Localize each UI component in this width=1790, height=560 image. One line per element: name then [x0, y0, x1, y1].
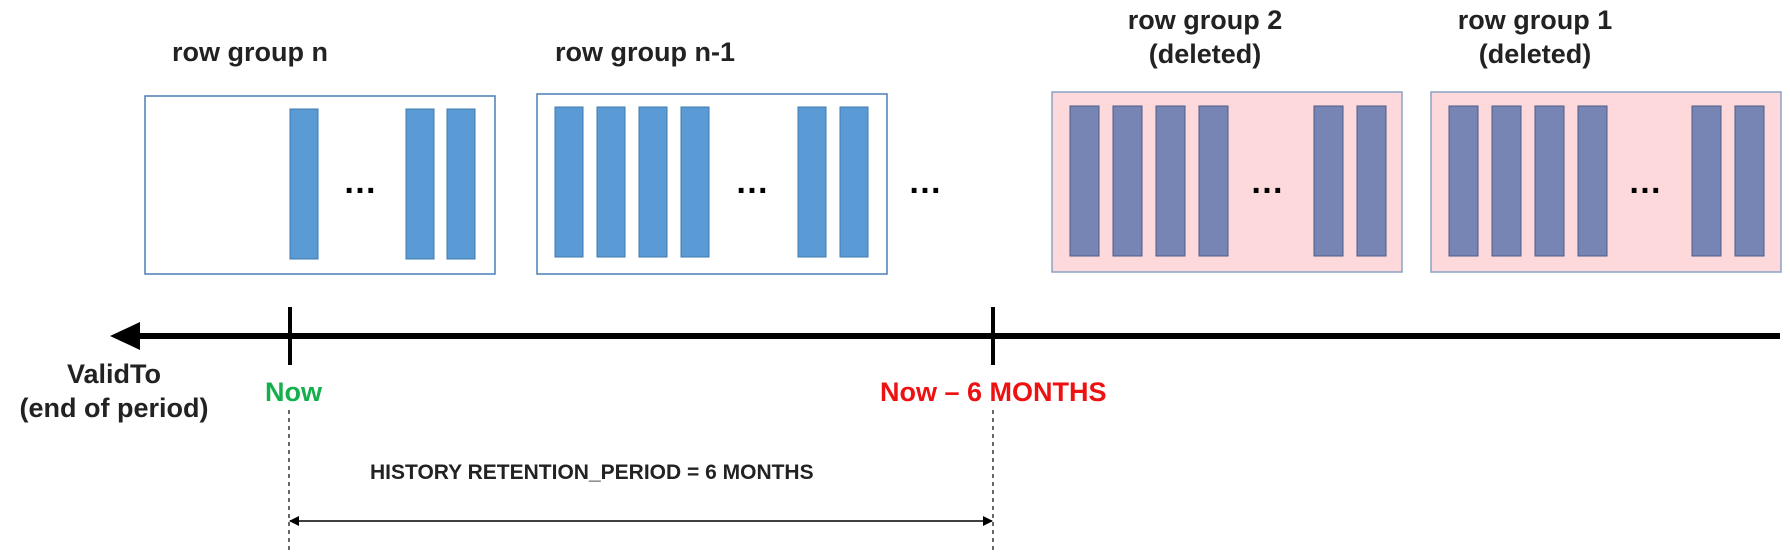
- column-segment: [289, 108, 319, 260]
- column-segment: [1577, 105, 1608, 257]
- axis-label-line2: (end of period): [19, 392, 209, 423]
- column-segment: [554, 106, 584, 258]
- row-group-n-title: row group n: [160, 36, 340, 70]
- row-group-2-bars: [1069, 105, 1387, 257]
- column-segment: [1313, 105, 1344, 257]
- column-segment: [839, 106, 869, 258]
- column-segment: [1734, 105, 1765, 257]
- axis-label: ValidTo (end of period): [4, 358, 224, 426]
- column-segment: [446, 108, 476, 260]
- row-group-n-minus-1-title-line1: row group n-1: [555, 37, 735, 67]
- retention-period-label: HISTORY RETENTION_PERIOD = 6 MONTHS: [370, 461, 814, 484]
- row-group-1-title-line1: row group 1: [1457, 5, 1613, 35]
- row-group-1-bars: [1448, 105, 1765, 257]
- row-group-2-title-line1: row group 2: [1127, 5, 1283, 35]
- column-segment: [1534, 105, 1565, 257]
- ellipsis-row-group-n-minus-1: …: [735, 163, 769, 201]
- axis-label-line1: ValidTo: [66, 359, 161, 389]
- row-group-2-title: row group 2 (deleted): [1100, 4, 1310, 72]
- row-group-box-n: [144, 95, 496, 275]
- column-segment: [596, 106, 626, 258]
- row-group-n-minus-1-title: row group n-1: [545, 36, 745, 70]
- row-group-box-n-minus-1: [536, 93, 888, 275]
- ellipsis-row-group-2: …: [1250, 163, 1284, 201]
- column-segment: [680, 106, 710, 258]
- row-group-2-title-line2: (deleted): [1148, 38, 1262, 69]
- column-segment: [797, 106, 827, 258]
- ellipsis-row-group-n: …: [343, 163, 377, 201]
- column-segment: [1112, 105, 1143, 257]
- row-group-n-bars: [289, 108, 476, 260]
- column-segment: [638, 106, 668, 258]
- column-segment: [405, 108, 435, 260]
- row-group-1-title-line2: (deleted): [1478, 38, 1592, 69]
- ellipsis-row-group-1: …: [1628, 163, 1662, 201]
- row-group-n-title-line1: row group n: [172, 37, 328, 67]
- column-segment: [1356, 105, 1387, 257]
- cutoff-label: Now – 6 MONTHS: [880, 377, 1107, 407]
- column-segment: [1691, 105, 1722, 257]
- column-segment: [1069, 105, 1100, 257]
- row-group-1-title: row group 1 (deleted): [1430, 4, 1640, 72]
- column-segment: [1198, 105, 1229, 257]
- time-axis-arrowhead: [110, 322, 140, 350]
- column-segment: [1491, 105, 1522, 257]
- column-segment: [1448, 105, 1479, 257]
- now-label: Now: [265, 377, 322, 407]
- column-segment: [1155, 105, 1186, 257]
- row-group-n-minus-1-bars: [554, 106, 869, 258]
- ellipsis-between-groups: …: [908, 163, 942, 201]
